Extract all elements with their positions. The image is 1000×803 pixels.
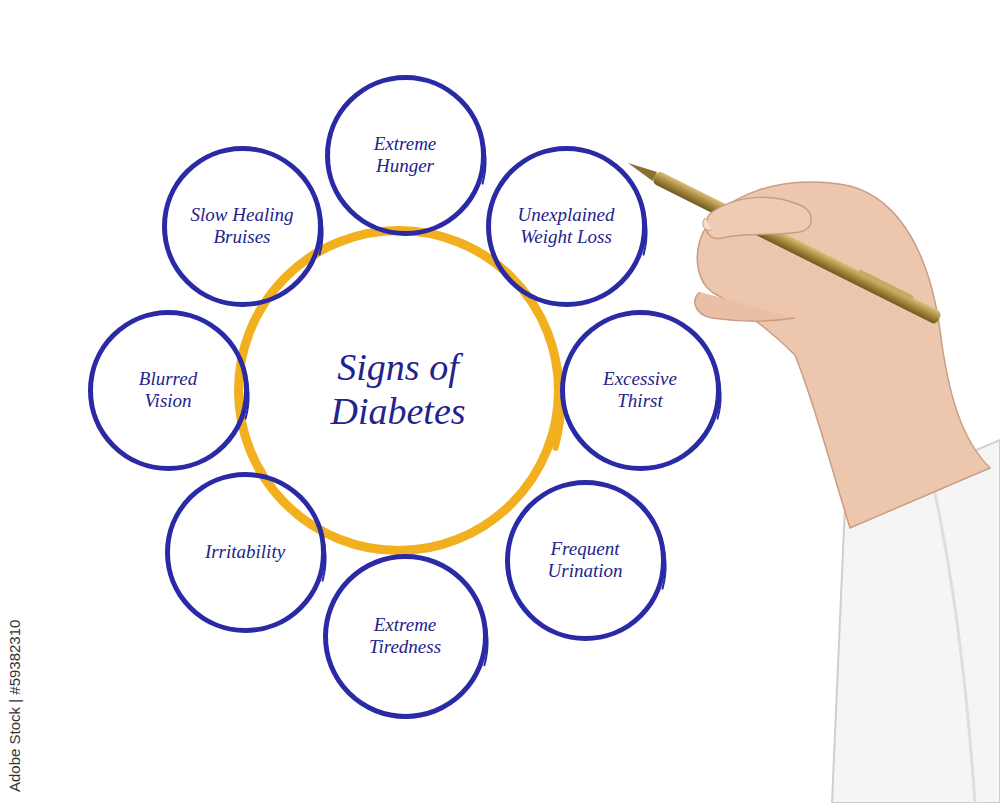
sign-label: Blurred Vision	[120, 368, 216, 412]
sign-circle: Extreme Hunger	[325, 75, 486, 236]
center-circle: Signs of Diabetes	[234, 226, 563, 555]
sign-circle: Irritability	[165, 472, 326, 633]
sign-circle: Blurred Vision	[88, 310, 249, 471]
sign-circle: Unexplained Weight Loss	[486, 146, 647, 307]
sign-label: Unexplained Weight Loss	[508, 204, 624, 248]
watermark: Adobe Stock | #59382310	[6, 620, 23, 792]
sign-circle: Excessive Thirst	[560, 310, 721, 471]
sign-label: Frequent Urination	[527, 538, 643, 582]
sign-circle: Extreme Tiredness	[323, 554, 488, 719]
center-title: Signs of Diabetes	[280, 346, 516, 433]
sign-circle: Slow Healing Bruises	[162, 146, 323, 307]
sign-circle: Frequent Urination	[505, 480, 666, 641]
sign-label: Extreme Hunger	[347, 133, 463, 177]
sign-label: Excessive Thirst	[582, 368, 698, 412]
sign-label: Extreme Tiredness	[347, 614, 463, 658]
sign-label: Irritability	[202, 541, 288, 563]
sign-label: Slow Healing Bruises	[184, 204, 300, 248]
